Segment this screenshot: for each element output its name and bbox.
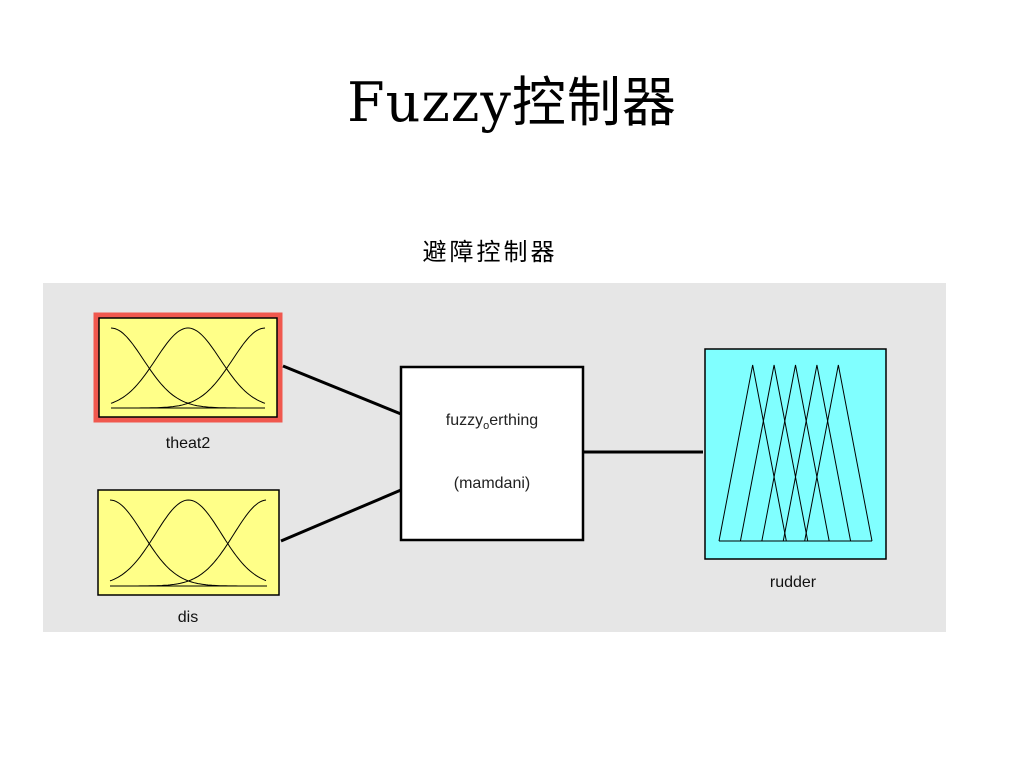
slide-title: Fuzzy控制器: [347, 71, 677, 134]
membership-function-triangle: [739, 364, 809, 542]
fis-system-box[interactable]: [399, 365, 585, 542]
input-mf-box[interactable]: [98, 317, 278, 418]
membership-function-triangle: [718, 364, 787, 542]
selection-highlight: [93, 312, 283, 423]
output-label-rudder: rudder: [769, 574, 817, 591]
output-rudder-block[interactable]: [704, 348, 887, 560]
connector-theat2-system: [282, 364, 402, 416]
system-name-subscript: o: [483, 420, 490, 433]
membership-function-curve: [109, 499, 267, 582]
system-name: fuzzyoerthing: [402, 412, 582, 432]
system-type: (mamdani): [453, 475, 531, 492]
system-name-suffix: erthing: [489, 412, 539, 429]
connector-dis-system: [280, 488, 402, 543]
membership-function-curve: [110, 327, 266, 404]
system-name-prefix: fuzzy: [445, 412, 484, 429]
membership-function-curve: [110, 499, 267, 587]
membership-function-triangle: [804, 364, 873, 542]
gaussian-mf-curves: [109, 499, 267, 587]
membership-function-triangle: [761, 364, 830, 542]
triangular-mf-curves: [718, 364, 873, 542]
fis-diagram: [93, 312, 887, 596]
membership-function-curve: [111, 327, 266, 409]
membership-function-triangle: [782, 364, 852, 542]
fis-editor-panel: theat2 dis rudder fuzzyoerthing (mamdani…: [43, 283, 946, 632]
diagram-subtitle: 避障控制器: [422, 238, 558, 266]
input-label-theat2: theat2: [165, 435, 211, 452]
output-mf-box[interactable]: [704, 348, 887, 560]
input-label-dis: dis: [177, 609, 199, 626]
gaussian-mf-curves: [110, 327, 266, 409]
input-mf-box[interactable]: [97, 489, 280, 596]
input-theat2-block[interactable]: [93, 312, 283, 423]
input-dis-block[interactable]: [97, 489, 280, 596]
